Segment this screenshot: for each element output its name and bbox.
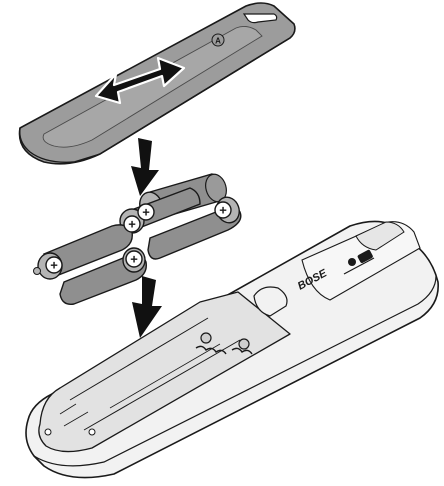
remote-control: BOSE — [25, 220, 439, 479]
battery-cover-edge — [19, 37, 291, 163]
down-arrow-upper — [131, 138, 159, 196]
svg-text:+: + — [219, 203, 227, 218]
spring-contact — [231, 338, 253, 355]
down-arrow-lower — [132, 276, 162, 338]
remote-head-window — [355, 221, 405, 251]
compartment-rail-4 — [59, 403, 89, 427]
plus-icon: + — [45, 256, 63, 274]
plus-icon: + — [125, 250, 143, 268]
battery-cover-slot — [242, 13, 278, 24]
cover-slot-marking: A — [215, 37, 221, 46]
remote-rim — [33, 275, 437, 467]
down-arrow-icon — [132, 276, 162, 338]
compartment-rail-1 — [69, 317, 209, 401]
spring-contact — [195, 332, 227, 355]
slide-arrow-shape — [94, 56, 186, 105]
plus-icon: + — [123, 215, 141, 233]
svg-text:+: + — [128, 217, 136, 232]
svg-text:+: + — [142, 205, 150, 220]
svg-text:+: + — [50, 258, 58, 273]
slide-arrow-icon — [94, 56, 186, 105]
svg-text:+: + — [130, 252, 138, 267]
compartment-rail-2 — [83, 339, 241, 431]
remote-screw-hole — [44, 428, 52, 436]
remote-screw-hole — [88, 428, 96, 436]
compartment-latch — [253, 286, 288, 317]
battery-compartment — [38, 291, 291, 453]
down-arrow-icon — [131, 138, 159, 196]
compartment-rail-3 — [109, 343, 221, 409]
battery-group: + + + + + — [33, 173, 242, 305]
plus-icon: + — [137, 203, 155, 221]
remote-head-badge — [343, 249, 375, 275]
battery-cover: A — [18, 2, 296, 165]
battery-cover-recess — [42, 25, 263, 148]
plus-icon: + — [214, 201, 232, 219]
cover-marking-ring — [211, 33, 225, 47]
